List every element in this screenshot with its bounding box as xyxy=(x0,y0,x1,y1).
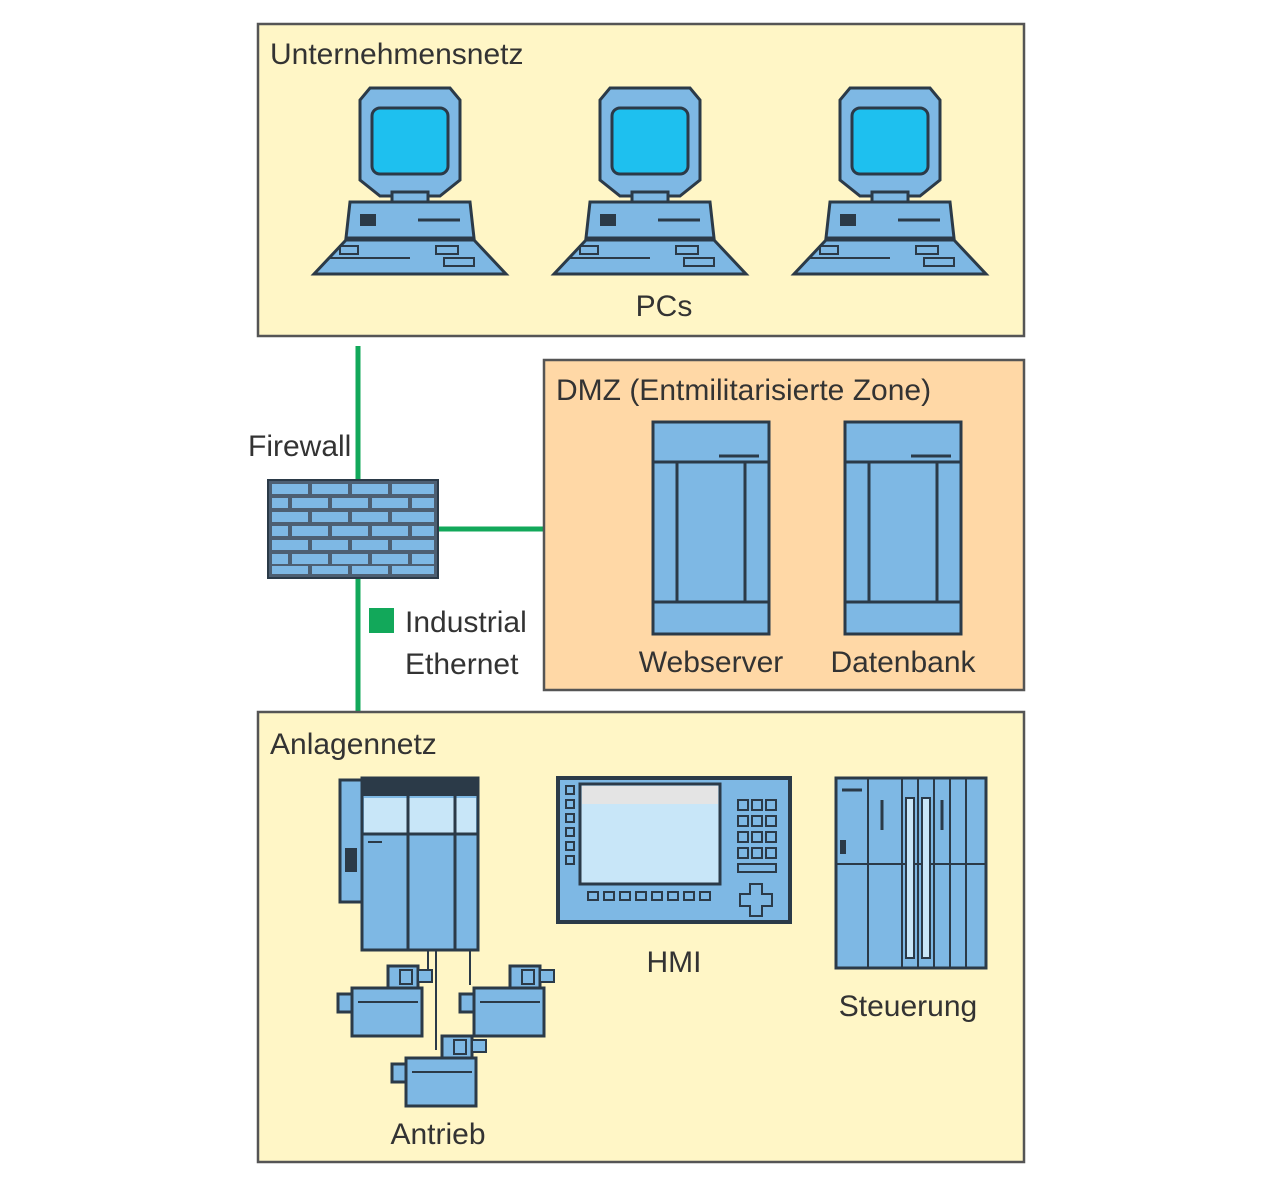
zone-corporate-title: Unternehmensnetz xyxy=(270,38,523,71)
zone-plant-title: Anlagennetz xyxy=(270,728,437,761)
zone-plant: Anlagennetz Antrieb xyxy=(256,710,1026,1164)
zone-dmz-title: DMZ (Entmilitarisierte Zone) xyxy=(556,374,931,407)
firewall-label: Firewall xyxy=(248,430,351,463)
hmi-label: HMI xyxy=(647,946,702,979)
drive-cabinet-icon xyxy=(338,776,480,952)
zone-dmz: DMZ (Entmilitarisierte Zone) Webserver D… xyxy=(542,358,1026,692)
legend-line1: Industrial xyxy=(405,606,527,639)
legend-line2: Ethernet xyxy=(405,648,519,681)
pcs-caption: PCs xyxy=(636,290,693,323)
server-tower-icon xyxy=(843,420,963,636)
legend-industrial-ethernet: Industrial Ethernet xyxy=(369,606,527,681)
controller-label: Steuerung xyxy=(839,990,977,1023)
firewall: Firewall xyxy=(248,430,439,579)
database-label: Datenbank xyxy=(830,646,976,679)
hmi-panel-icon xyxy=(556,776,792,924)
plc-controller-icon xyxy=(834,776,988,970)
webserver-label: Webserver xyxy=(639,646,784,679)
drive-label: Antrieb xyxy=(390,1118,485,1151)
legend-swatch xyxy=(369,608,394,633)
server-tower-icon xyxy=(651,420,771,636)
zone-corporate: Unternehmensnetz PCs xyxy=(256,22,1026,338)
brick-firewall-icon xyxy=(267,479,439,579)
